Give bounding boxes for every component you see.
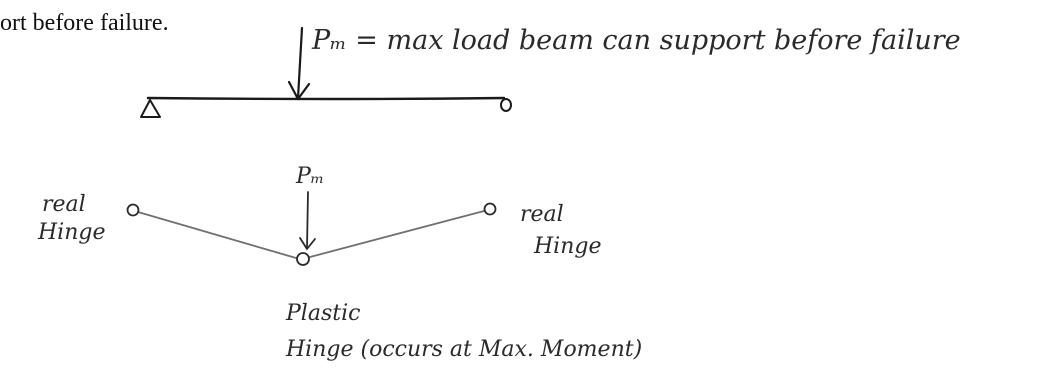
beam <box>146 96 506 101</box>
right-real-hinge-icon <box>483 202 497 216</box>
load-arrow <box>287 26 311 101</box>
roller-support-icon <box>500 98 512 112</box>
plastic-hinge-label-line2: Hinge (occurs at Max. Moment) <box>285 337 642 362</box>
plastic-hinge-label-line1: Plastic <box>285 301 360 326</box>
left-hinge-label-line2: Hinge <box>37 220 106 245</box>
right-beam-segment <box>309 210 485 258</box>
right-hinge-label-line1: real <box>520 202 564 227</box>
mechanism-load-arrow <box>299 191 316 250</box>
pin-support-icon <box>140 99 161 118</box>
plastic-hinge-icon <box>296 252 310 266</box>
mechanism-load-label: Pₘ <box>295 164 324 189</box>
right-hinge-label-line2: Hinge <box>533 234 602 259</box>
left-real-hinge-icon <box>126 203 140 217</box>
left-hinge-label-line1: real <box>42 192 86 217</box>
left-beam-segment <box>137 211 297 259</box>
beam-load-annotation: Pₘ = max load beam can support before fa… <box>311 25 961 56</box>
header-text: ort before failure. <box>0 10 169 36</box>
